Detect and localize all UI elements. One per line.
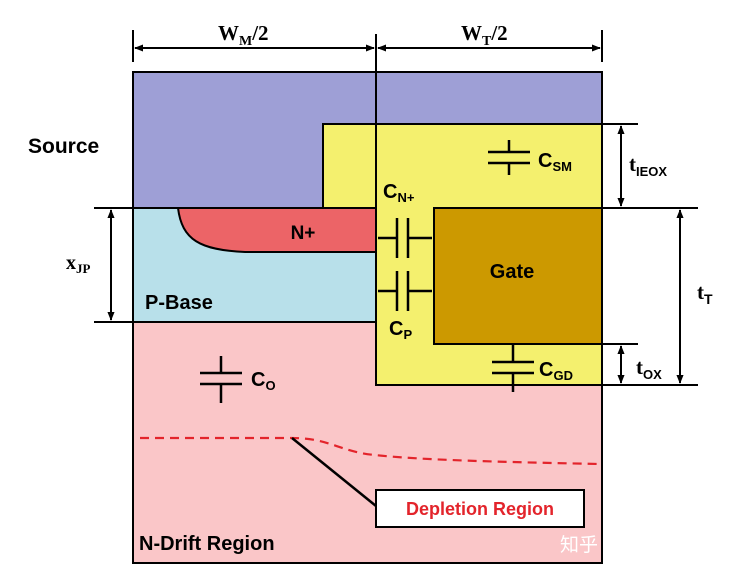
n-plus-region — [176, 207, 377, 253]
cgd-label: CGD — [539, 359, 573, 383]
tieox-label: tIEOX — [629, 152, 667, 179]
capacitor-co-icon — [200, 356, 242, 403]
n-drift-label: N-Drift Region — [139, 533, 275, 555]
wm-label: WM/2 — [218, 21, 269, 49]
tox-label: tOX — [636, 355, 662, 382]
tt-label: tT — [697, 280, 713, 307]
p-base-label: P-Base — [145, 292, 213, 314]
gate-electrode — [433, 207, 603, 345]
depletion-label: Depletion Region — [406, 499, 554, 519]
depletion-leader — [291, 437, 377, 507]
cp-label: CP — [389, 318, 412, 342]
depletion-boundary — [140, 436, 601, 466]
capacitor-cn-icon — [378, 218, 432, 258]
device-outline — [132, 71, 603, 564]
capacitor-cgd-icon — [492, 345, 534, 392]
gate-label: Gate — [490, 261, 534, 283]
n-plus-label: N+ — [291, 223, 316, 244]
source-label: Source — [28, 135, 99, 158]
xjp-label: xJP — [66, 252, 91, 276]
cn-label: CN+ — [383, 181, 415, 205]
co-label: CO — [251, 369, 276, 393]
watermark-text: 知乎 @半导小芯 — [560, 534, 699, 556]
capacitor-cp-icon — [378, 271, 432, 311]
wt-label: WT/2 — [461, 21, 508, 49]
csm-label: CSM — [538, 150, 572, 174]
depletion-label-box — [375, 489, 585, 528]
capacitor-csm-icon — [488, 140, 530, 175]
